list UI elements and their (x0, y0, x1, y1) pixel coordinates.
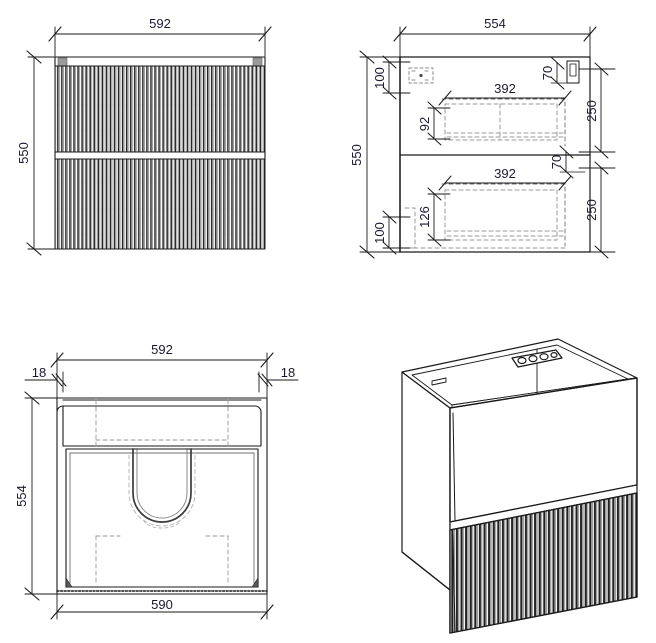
upper-drawer-runner (441, 98, 566, 147)
siphon-symbol (408, 67, 434, 84)
dim-upper-drawer-depth: 392 (494, 81, 516, 96)
dim-section-depth: 554 (484, 16, 506, 31)
plan-right-offset-dimension: 18 (257, 365, 299, 393)
wall-mount-bracket (511, 349, 563, 368)
dim-upper-front-height: 250 (584, 100, 599, 122)
dim-section-height: 550 (349, 144, 364, 166)
lower-drawer-box (444, 189, 566, 241)
iso-bottom-edge (401, 551, 451, 591)
isometric-view (401, 338, 638, 634)
plan-carcass-outline (56, 397, 268, 595)
front-width-dimension: 592 (48, 16, 272, 49)
upper-drawer-depth-dimension: 392 (438, 81, 572, 106)
dim-front-height: 550 (16, 142, 31, 164)
dim-lower-inner-height: 126 (417, 206, 432, 228)
iso-fluted-drawer-lower (449, 492, 638, 634)
plan-fixing-right (251, 577, 259, 588)
fluted-drawer-front-upper (54, 65, 266, 153)
dim-upper-front-gap: 70 (540, 66, 555, 80)
mounting-block-left (57, 57, 68, 67)
plan-hidden-lines (95, 399, 229, 584)
plan-view: 592 18 18 554 (14, 342, 299, 620)
mounting-block-right (252, 57, 263, 67)
siphon-center-dot (419, 73, 423, 78)
lower-inner-height-dimension: 126 (417, 187, 451, 247)
front-elevation-view: 592 550 (16, 16, 272, 256)
drawer-grip-gap (54, 151, 266, 160)
section-depth-dimension: 554 (393, 16, 597, 61)
dim-plan-width: 592 (151, 342, 173, 357)
dim-plan-bottom-width: 590 (151, 597, 173, 612)
plan-depth-dimension: 554 (14, 391, 58, 601)
dim-front-width: 592 (149, 16, 171, 31)
wall-bracket-inner (569, 63, 577, 77)
plan-geometry (56, 397, 268, 595)
dim-plan-left-offset: 18 (32, 365, 46, 380)
upper-front-gap-dimension: 70 (540, 56, 576, 90)
lower-back-detail (404, 207, 416, 249)
iso-fluted-drawer-upper (449, 377, 638, 523)
plan-bottom-width-dimension: 590 (50, 593, 274, 620)
upper-inner-height-dimension: 92 (417, 101, 451, 146)
dim-plan-depth: 554 (14, 485, 29, 507)
section-carcass (399, 56, 591, 253)
lower-drawer-depth-dimension: 392 (438, 166, 572, 191)
top-offset-dimension: 100 (372, 55, 411, 100)
upper-drawer-box (444, 103, 566, 141)
plan-back-panel-corner (56, 405, 64, 413)
mid-front-gap-dimension: 70 (549, 145, 586, 179)
lower-front-height-dimension: 250 (578, 161, 616, 259)
siphon-cutout-u-shape (128, 448, 196, 529)
dim-top-offset: 100 (372, 67, 387, 89)
front-cabinet-body (54, 56, 266, 250)
dim-plan-right-offset: 18 (281, 365, 295, 380)
dim-mid-front-gap: 70 (549, 155, 564, 169)
front-top-rail (54, 56, 266, 67)
lower-drawer-runner (441, 183, 566, 247)
plan-left-offset-dimension: 18 (24, 365, 67, 393)
side-section-view: 554 550 (349, 16, 616, 259)
fluted-drawer-front-lower (54, 158, 266, 250)
dim-bottom-offset: 100 (372, 222, 387, 244)
bottom-offset-dimension: 100 (372, 210, 411, 255)
dim-lower-drawer-depth: 392 (494, 166, 516, 181)
iso-rim-notch (431, 377, 447, 386)
front-height-dimension: 550 (16, 50, 42, 256)
plan-width-dimension: 592 (50, 342, 274, 399)
dim-upper-inner-height: 92 (417, 117, 432, 131)
upper-front-height-dimension: 250 (578, 62, 616, 159)
dim-lower-front-height: 250 (584, 199, 599, 221)
plan-fixing-left (65, 577, 73, 588)
